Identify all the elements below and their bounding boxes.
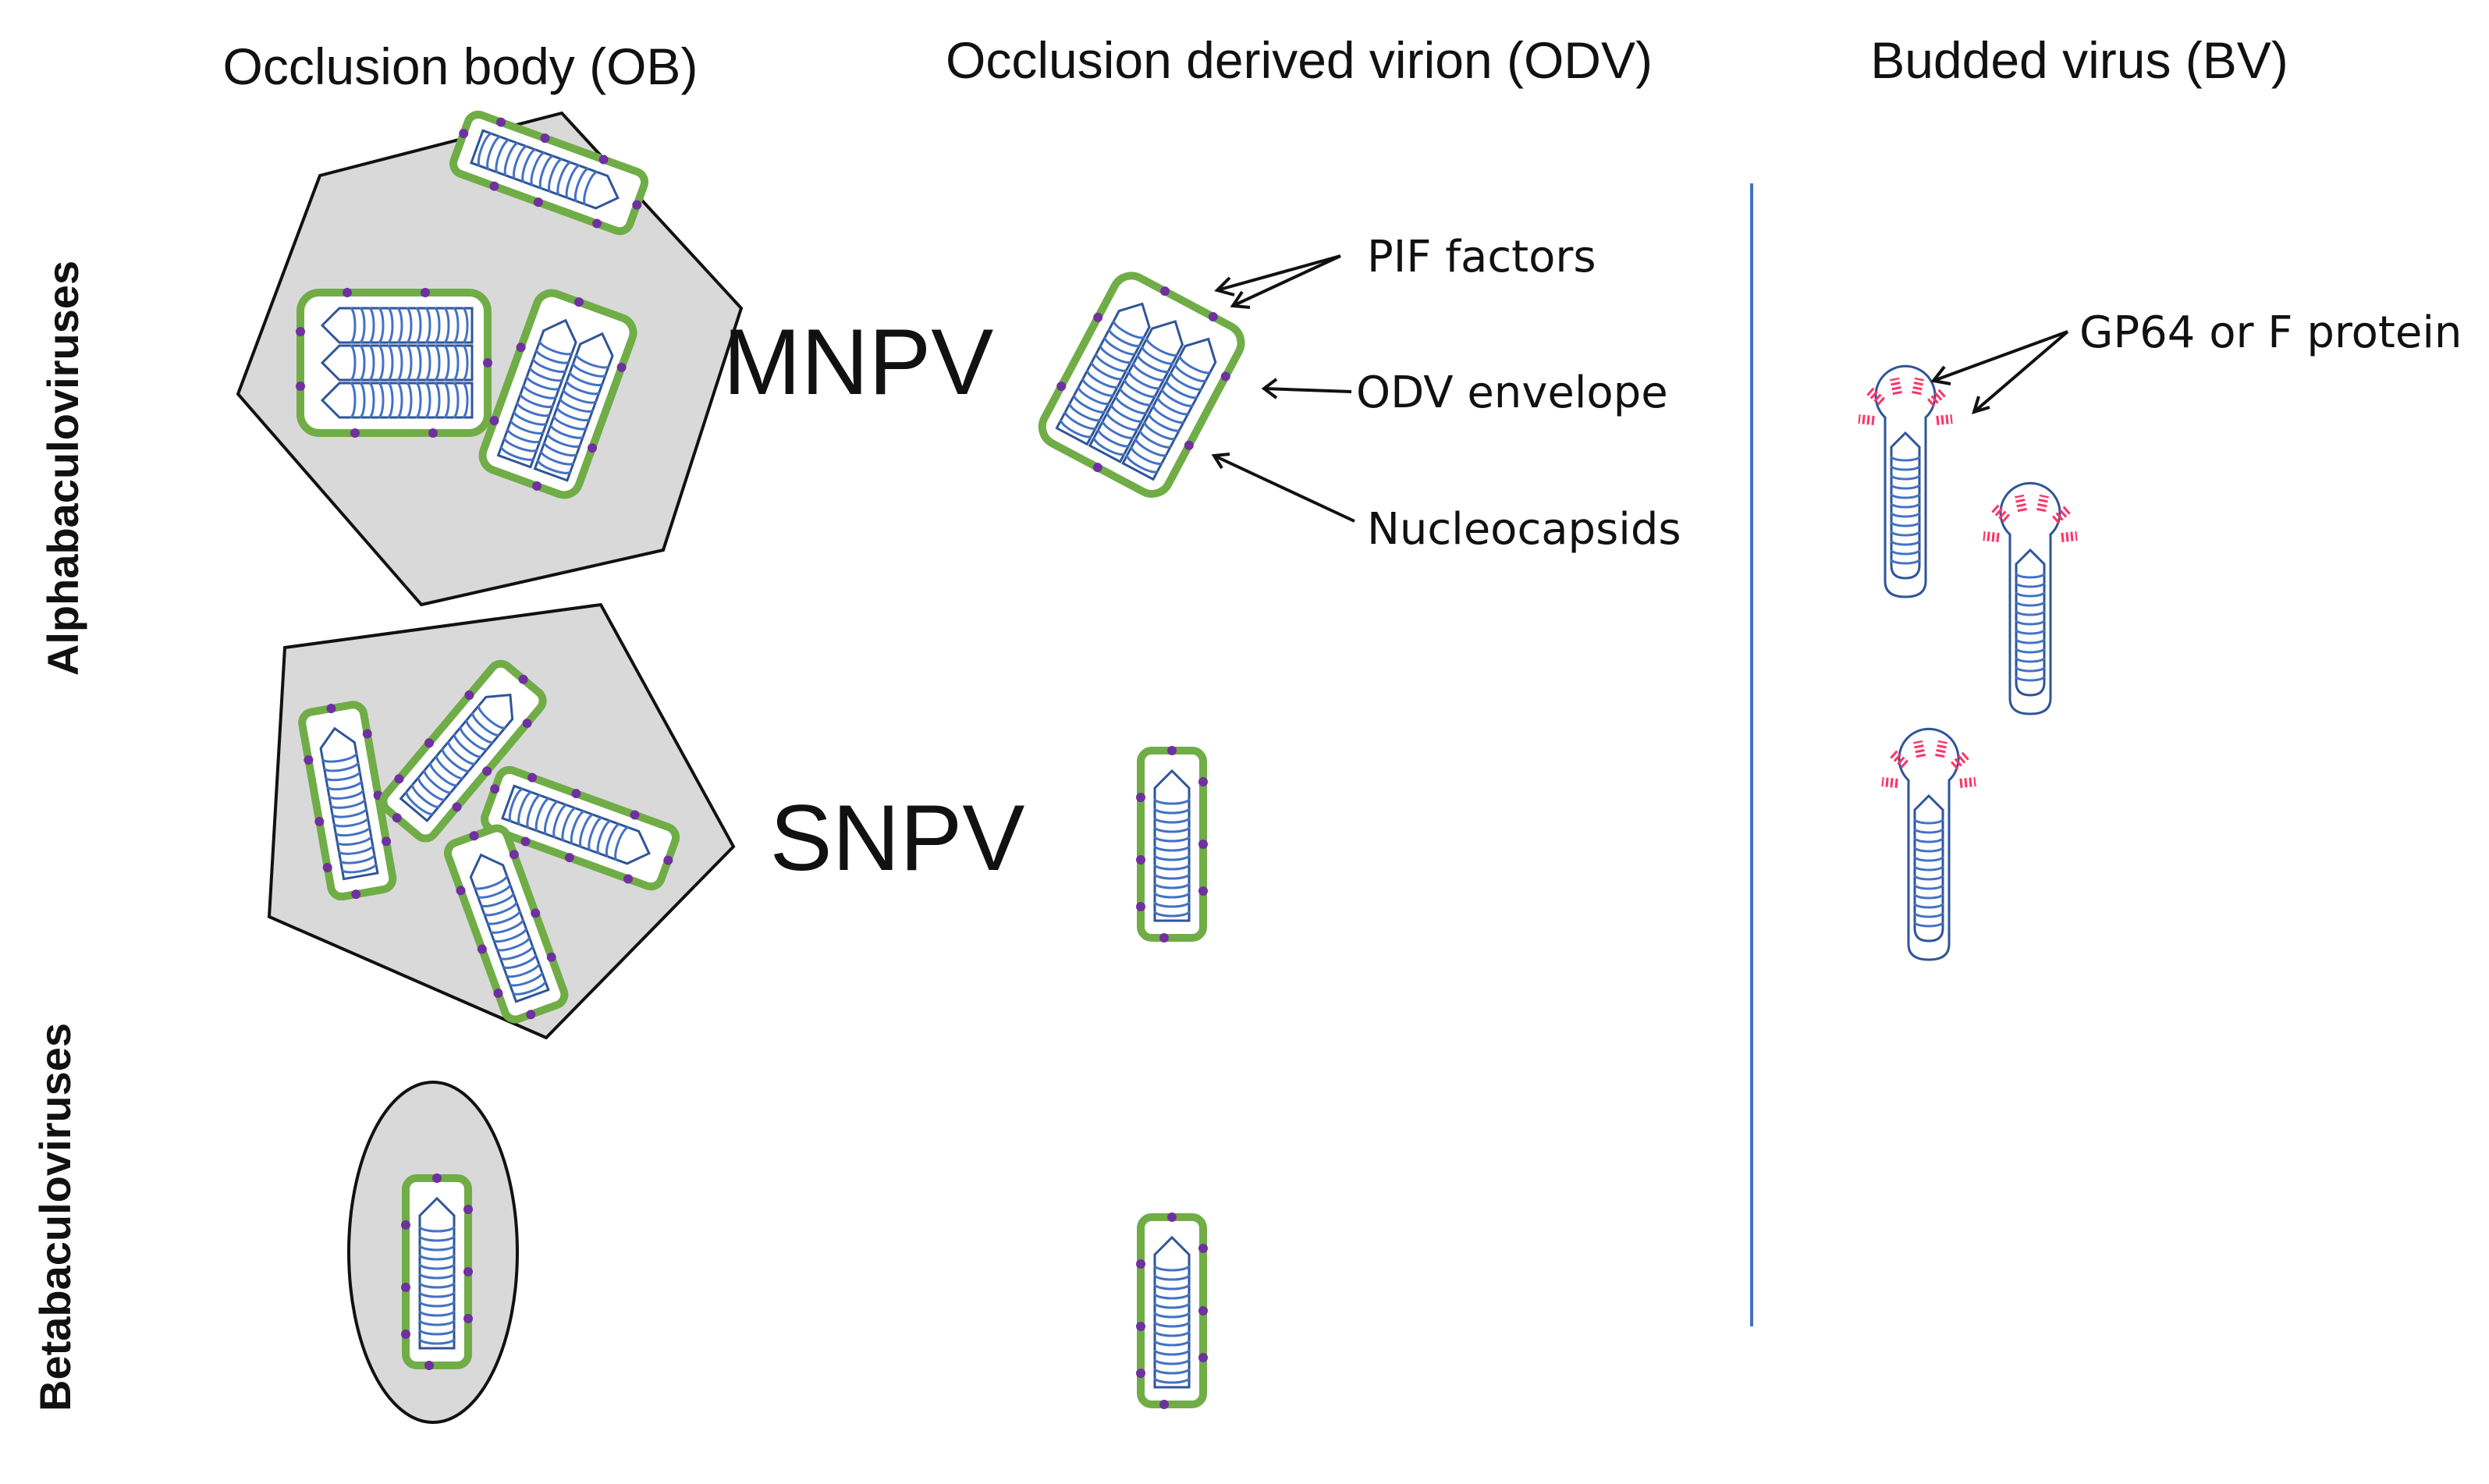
mnpv-odv xyxy=(1029,263,1254,507)
budded-virus-3 xyxy=(1882,729,1976,960)
label-gp64-f-protein: GP64 or F protein xyxy=(2079,307,2462,358)
label-betabaculoviruses: Betabaculoviruses xyxy=(30,1023,80,1411)
label-nucleocapsids: Nucleocapsids xyxy=(1367,504,1681,555)
header-occlusion-derived-virion: Occlusion derived virion (ODV) xyxy=(946,31,1653,89)
header-budded-virus: Budded virus (BV) xyxy=(1870,31,2288,89)
snpv-odv xyxy=(1136,746,1208,943)
label-pif-factors: PIF factors xyxy=(1367,232,1596,282)
label-alphabaculoviruses: Alphabaculoviruses xyxy=(38,261,87,676)
budded-virus-2 xyxy=(1983,483,2077,714)
mnpv-occlusion-body xyxy=(236,105,744,607)
snpv-occlusion-body xyxy=(267,602,736,1040)
label-odv-envelope: ODV envelope xyxy=(1356,367,1668,418)
odv-callout-leaders xyxy=(1211,254,1355,523)
gp64-callout-leaders xyxy=(1930,330,2069,414)
label-mnpv: MNPV xyxy=(723,310,994,414)
budded-virus-1 xyxy=(1859,366,1952,597)
label-snpv: SNPV xyxy=(770,786,1025,890)
beta-odv xyxy=(1136,1212,1208,1409)
header-occlusion-body: Occlusion body (OB) xyxy=(223,37,698,95)
beta-occlusion-body xyxy=(347,1081,519,1424)
